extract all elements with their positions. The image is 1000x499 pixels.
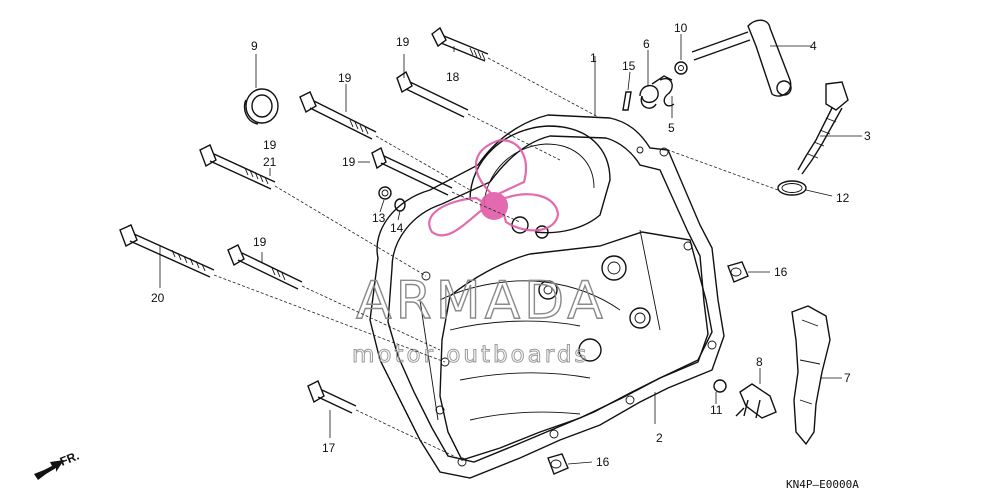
leader-dash-12 bbox=[667, 149, 779, 191]
leader-dash-19-upper bbox=[467, 113, 561, 161]
bolt-19-upper bbox=[396, 70, 469, 118]
callout-18: 18 bbox=[446, 70, 460, 84]
bolt-21 bbox=[199, 144, 276, 190]
callout-7: 7 bbox=[844, 371, 851, 385]
callout-13: 13 bbox=[372, 211, 386, 225]
leader-dash-19-middle bbox=[451, 191, 521, 223]
oil-level-gauge bbox=[797, 81, 849, 175]
callout-19-d: 19 bbox=[342, 155, 356, 169]
leader-dash-17 bbox=[355, 409, 463, 461]
watermark-title: ARMADA bbox=[356, 271, 607, 331]
diagram-code: KN4P—E0000A bbox=[786, 478, 859, 491]
callout-numbers: 1 2 3 4 5 6 7 8 9 10 11 12 13 14 15 16 1… bbox=[151, 21, 871, 469]
callout-2: 2 bbox=[656, 431, 663, 445]
callout-19-e: 19 bbox=[253, 235, 267, 249]
callout-5: 5 bbox=[668, 121, 675, 135]
leader-dash-18 bbox=[487, 57, 601, 119]
neutral-switch bbox=[735, 383, 777, 419]
leader-dash-20 bbox=[213, 274, 446, 363]
watermark-logo bbox=[428, 138, 560, 237]
callout-19-b: 19 bbox=[338, 71, 352, 85]
kick-arm bbox=[691, 19, 792, 97]
callout-16-lower: 16 bbox=[596, 455, 610, 469]
callout-8: 8 bbox=[756, 355, 763, 369]
callout-10: 10 bbox=[674, 21, 688, 35]
bolt-20 bbox=[119, 224, 215, 278]
spring-clip bbox=[659, 77, 675, 107]
callout-4: 4 bbox=[810, 39, 817, 53]
guide-plate bbox=[791, 305, 831, 446]
crankcase-cover bbox=[369, 114, 725, 479]
callout-19-c: 19 bbox=[263, 138, 277, 152]
callout-11: 11 bbox=[710, 403, 723, 417]
watermark-subtitle: motor outboards bbox=[352, 342, 589, 368]
lock-washer bbox=[674, 61, 688, 75]
leader-dash-21 bbox=[274, 185, 427, 277]
dowel-pin bbox=[378, 186, 392, 200]
bolt-19-lower bbox=[227, 244, 303, 290]
bolt-18 bbox=[431, 26, 489, 62]
callout-3: 3 bbox=[864, 129, 871, 143]
return-spring bbox=[639, 75, 673, 109]
callout-17: 17 bbox=[322, 441, 336, 455]
callout-16-upper: 16 bbox=[774, 265, 788, 279]
callout-14: 14 bbox=[390, 221, 404, 235]
spring-pin bbox=[622, 91, 632, 111]
front-arrow bbox=[34, 460, 64, 480]
callout-19-a: 19 bbox=[396, 35, 410, 49]
front-label: FR. bbox=[58, 449, 81, 469]
leader-dash-19-long bbox=[375, 135, 471, 191]
cap-nut-lower bbox=[547, 453, 569, 475]
callout-12: 12 bbox=[836, 191, 850, 205]
cap-nut-upper bbox=[727, 261, 749, 283]
leader-lines bbox=[159, 34, 862, 465]
oil-seal bbox=[243, 88, 279, 125]
bolt-17 bbox=[307, 380, 357, 414]
callout-21: 21 bbox=[263, 155, 277, 169]
sealing-washer bbox=[713, 379, 727, 393]
callout-20: 20 bbox=[151, 291, 165, 305]
callout-9: 9 bbox=[251, 39, 258, 53]
bolt-19-long bbox=[299, 91, 377, 140]
callout-15: 15 bbox=[622, 59, 636, 73]
cover-gasket bbox=[439, 231, 713, 461]
callout-1: 1 bbox=[590, 51, 597, 65]
bolt-19-middle bbox=[371, 146, 453, 196]
leader-dash-19-lower bbox=[301, 285, 441, 351]
callout-6: 6 bbox=[643, 37, 650, 51]
o-ring-gauge bbox=[777, 180, 807, 196]
